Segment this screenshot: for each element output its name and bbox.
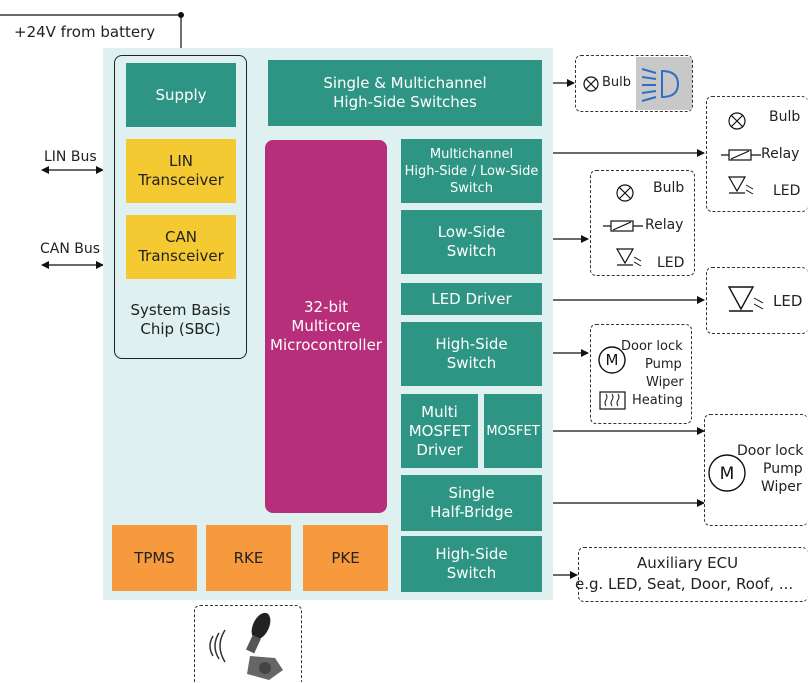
relay-icon xyxy=(603,220,643,232)
motor-icon: M xyxy=(598,346,626,374)
door-lock-label: Door lock xyxy=(621,339,683,354)
multichannel-hs-ls-switch-block: Multichannel High-Side / Low-Side Switch xyxy=(401,139,542,203)
led-icon xyxy=(615,248,642,267)
lin-bus-label: LIN Bus xyxy=(44,149,97,165)
pump-label: Pump xyxy=(763,461,803,477)
mosfet-block: MOSFET xyxy=(484,394,542,468)
door-lock-label: Door lock xyxy=(737,443,804,459)
led-label: LED xyxy=(773,292,803,310)
microcontroller-block: 32-bit Multicore Microcontroller xyxy=(265,140,387,513)
relay-label: Relay xyxy=(761,146,800,162)
load-box-motor-heating: M Door lock Pump Wiper Heating xyxy=(590,324,692,424)
bulb-icon xyxy=(728,112,746,130)
bulb-icon xyxy=(616,184,634,202)
motor-icon: M xyxy=(708,454,746,492)
load-box-bulb-relay-led-1: Bulb Relay LED xyxy=(706,96,808,212)
relay-icon xyxy=(721,149,761,161)
high-side-switch-block-1: High-Side Switch xyxy=(401,322,542,386)
led-label: LED xyxy=(657,255,685,271)
led-driver-block: LED Driver xyxy=(401,283,542,315)
battery-label: +24V from battery xyxy=(14,23,156,41)
single-multichannel-hss-block: Single & Multichannel High-Side Switches xyxy=(268,60,542,126)
single-half-bridge-block: Single Half-Bridge xyxy=(401,475,542,531)
heating-label: Heating xyxy=(632,393,683,408)
bulb-label: Bulb xyxy=(769,109,801,125)
wiper-label: Wiper xyxy=(761,479,802,495)
rke-block: RKE xyxy=(206,525,291,591)
bulb-label: Bulb xyxy=(653,180,685,196)
led-label: LED xyxy=(773,183,801,199)
auxiliary-ecu-desc: e.g. LED, Seat, Door, Roof, ... xyxy=(575,575,794,593)
sbc-label: System Basis Chip (SBC) xyxy=(130,301,231,338)
auxiliary-ecu-title: Auxiliary ECU xyxy=(637,554,739,572)
heating-icon xyxy=(599,391,626,410)
pump-label: Pump xyxy=(645,357,682,372)
load-box-bulb-headlight: Bulb xyxy=(575,55,693,112)
auxiliary-ecu-box: Auxiliary ECU e.g. LED, Seat, Door, Roof… xyxy=(575,547,808,602)
bulb-label: Bulb xyxy=(602,75,632,90)
can-transceiver-block: CAN Transceiver xyxy=(126,215,236,279)
key-fob-sensor-box xyxy=(194,605,302,682)
led-icon xyxy=(727,176,754,195)
wiper-label: Wiper xyxy=(646,375,684,390)
low-side-switch-block: Low-Side Switch xyxy=(401,210,542,274)
can-bus-label: CAN Bus xyxy=(40,241,101,257)
headlight-icon xyxy=(636,57,692,110)
pke-block: PKE xyxy=(303,525,388,591)
sbc-outline xyxy=(114,55,247,359)
tpms-block: TPMS xyxy=(112,525,197,591)
relay-label: Relay xyxy=(645,217,684,233)
supply-block: Supply xyxy=(126,63,236,127)
led-icon xyxy=(727,286,764,312)
motor-label: M xyxy=(606,351,619,369)
bulb-icon xyxy=(583,76,599,92)
load-box-bulb-relay-led-2: Bulb Relay LED xyxy=(590,170,695,276)
lin-transceiver-block: LIN Transceiver xyxy=(126,139,236,203)
high-side-switch-block-2: High-Side Switch xyxy=(401,536,542,592)
load-box-led: LED xyxy=(706,267,808,334)
multi-mosfet-driver-block: Multi MOSFET Driver xyxy=(401,394,478,468)
key-fob-icon xyxy=(209,612,283,680)
motor-label: M xyxy=(720,464,735,484)
load-box-motor: M Door lock Pump Wiper xyxy=(704,414,808,526)
